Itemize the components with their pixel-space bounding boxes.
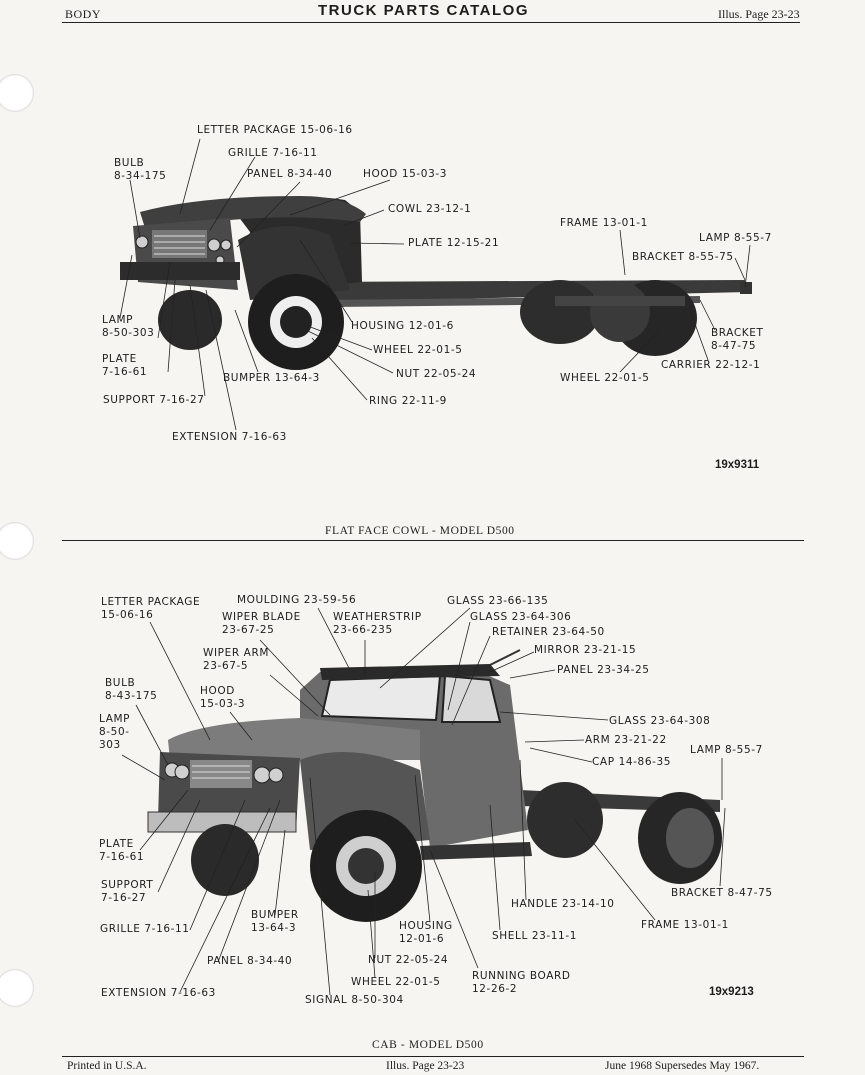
label-mirror: MIRROR 23-21-15 [534,644,637,656]
truck-cab-illustration [147,649,722,922]
label-handle: HANDLE 23-14-10 [511,898,615,910]
label-cowl: COWL 23-12-1 [388,203,472,215]
figure2-caption: CAB - MODEL D500 [372,1039,484,1051]
label-retainer: RETAINER 23-64-50 [492,626,605,638]
label-shell: SHELL 23-11-1 [492,930,578,942]
label-lamp-rear-cab: LAMP 8-55-7 [690,744,763,756]
label-bumper-cab: BUMPER 13-64-3 [251,909,299,934]
label-bulb: BULB 8-34-175 [114,157,167,182]
footer-date: June 1968 Supersedes May 1967. [605,1060,760,1072]
figure1-caption: FLAT FACE COWL - MODEL D500 [325,525,515,537]
page-reference: Illus. Page 23-23 [718,7,800,21]
binder-hole-bottom [0,969,34,1007]
label-bumper: BUMPER 13-64-3 [223,372,320,384]
footer-rule [62,1056,804,1057]
header-rule [62,22,800,23]
label-arm: ARM 23-21-22 [585,734,667,746]
footer-page-reference: Illus. Page 23-23 [386,1060,465,1072]
label-running-board: RUNNING BOARD 12-26-2 [472,970,571,995]
label-hood: HOOD 15-03-3 [363,168,448,180]
binder-hole-top [0,74,34,112]
label-wheel-front: WHEEL 22-01-5 [373,344,463,356]
label-nut-cab: NUT 22-05-24 [368,954,449,966]
truck-chassis-illustration [120,196,752,370]
label-letter-package: LETTER PACKAGE 15-06-16 [197,124,353,136]
label-weatherstrip: WEATHERSTRIP 23-66-235 [333,611,422,636]
label-ring: RING 22-11-9 [369,395,447,407]
label-bracket-rear: BRACKET 8-55-75 [632,251,734,263]
label-bracket-lower: BRACKET 8-47-75 [711,327,764,352]
label-grille-cab: GRILLE 7-16-11 [100,923,190,935]
label-lamp-rear: LAMP 8-55-7 [699,232,772,244]
label-grille: GRILLE 7-16-11 [228,147,318,159]
label-lamp-front-cab: LAMP 8-50- 303 [99,713,131,751]
label-bracket-cab: BRACKET 8-47-75 [671,887,773,899]
label-frame-cab: FRAME 13-01-1 [641,919,729,931]
page-title: TRUCK PARTS CATALOG [318,2,529,19]
label-extension: EXTENSION 7-16-63 [172,431,287,443]
figure2-leader-lines [121,607,726,996]
label-moulding: MOULDING 23-59-56 [237,594,357,606]
label-wiper-blade: WIPER BLADE 23-67-25 [222,611,301,636]
label-wheel-cab: WHEEL 22-01-5 [351,976,441,988]
label-panel: PANEL 8-34-40 [247,168,333,180]
label-frame: FRAME 13-01-1 [560,217,648,229]
label-signal: SIGNAL 8-50-304 [305,994,404,1006]
label-cap: CAP 14-86-35 [592,756,672,768]
label-wiper-arm: WIPER ARM 23-67-5 [203,647,270,672]
figure2-reference-number: 19x9213 [709,986,754,998]
section-label: BODY [65,7,102,21]
label-glass-vent: GLASS 23-64-306 [470,611,572,623]
footer-printed: Printed in U.S.A. [67,1060,147,1072]
label-glass-top: GLASS 23-66-135 [447,595,549,607]
label-panel-lower: PANEL 8-34-40 [207,955,293,967]
label-glass-door: GLASS 23-64-308 [609,715,711,727]
figure1-leader-lines [119,138,751,431]
label-plate-front: PLATE 7-16-61 [102,353,148,378]
binder-hole-middle [0,522,34,560]
label-nut: NUT 22-05-24 [396,368,477,380]
label-hood-cab: HOOD 15-03-3 [200,685,246,710]
label-housing: HOUSING 12-01-6 [351,320,454,332]
label-extension-cab: EXTENSION 7-16-63 [101,987,216,999]
label-plate-cowl: PLATE 12-15-21 [408,237,500,249]
label-support-cab: SUPPORT 7-16-27 [101,879,154,904]
label-lamp-front: LAMP 8-50-303 [102,314,155,339]
label-housing-cab: HOUSING 12-01-6 [399,920,453,945]
figure-divider [62,540,804,541]
label-bulb-cab: BULB 8-43-175 [105,677,158,702]
label-panel-cab: PANEL 23-34-25 [557,664,650,676]
label-plate-cab: PLATE 7-16-61 [99,838,145,863]
label-wheel-rear: WHEEL 22-01-5 [560,372,650,384]
figure1-reference-number: 19x9311 [715,459,760,471]
label-carrier: CARRIER 22-12-1 [661,359,761,371]
label-letter-package-cab: LETTER PACKAGE 15-06-16 [101,596,201,621]
label-support: SUPPORT 7-16-27 [103,394,205,406]
